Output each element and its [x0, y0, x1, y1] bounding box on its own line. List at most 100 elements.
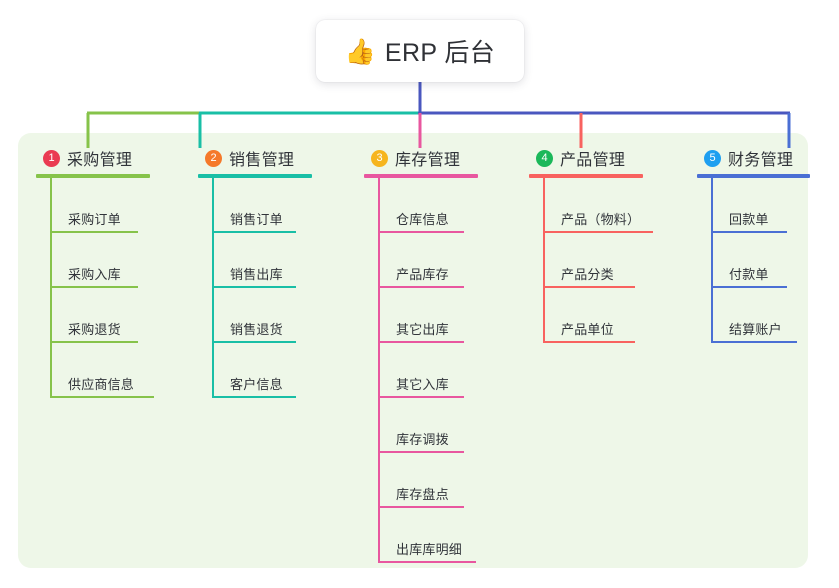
list-item-rule	[711, 231, 787, 233]
branch-badge-1: 1	[43, 149, 60, 167]
thumbs-up-icon: 👍	[344, 36, 376, 66]
list-item[interactable]: 产品（物料）	[543, 178, 689, 233]
list-item[interactable]: 库存盘点	[378, 453, 514, 508]
list-item-label: 销售订单	[230, 212, 283, 227]
list-item-label: 采购入库	[68, 267, 121, 282]
branch-spine-1	[50, 178, 52, 398]
list-item-rule	[378, 341, 464, 343]
branch-header-rule-4	[529, 174, 643, 178]
list-item-label: 产品（物料）	[561, 212, 641, 227]
list-item[interactable]: 产品分类	[543, 233, 689, 288]
branch-spine-2	[212, 178, 214, 398]
diagram-panel-background	[18, 133, 808, 568]
branch-title-3: 库存管理	[395, 152, 461, 169]
list-item[interactable]: 付款单	[711, 233, 827, 288]
branch-header-rule-2	[198, 174, 312, 178]
list-item-rule	[378, 231, 464, 233]
list-item-label: 出库库明细	[396, 542, 463, 557]
list-item-rule	[543, 231, 653, 233]
list-item-label: 采购订单	[68, 212, 121, 227]
list-item[interactable]: 销售出库	[212, 233, 338, 288]
branch-header-1[interactable]: 1 采购管理	[36, 147, 186, 169]
list-item-rule	[50, 231, 138, 233]
list-item-rule	[711, 341, 797, 343]
list-item-rule	[212, 396, 296, 398]
branch-header-4[interactable]: 4 产品管理	[529, 147, 689, 169]
branch-title-2: 销售管理	[229, 152, 295, 169]
branch-header-rule-5	[697, 174, 810, 178]
list-item-rule	[543, 286, 635, 288]
list-item-label: 销售出库	[230, 267, 283, 282]
list-item[interactable]: 供应商信息	[50, 343, 186, 398]
branch-badge-3: 3	[371, 149, 388, 167]
branch-column-1[interactable]: 1 采购管理 采购订单 采购入库 采购退货 供应商信息	[36, 147, 186, 398]
branch-spine-4	[543, 178, 545, 343]
list-item-label: 回款单	[729, 212, 769, 227]
list-item-label: 仓库信息	[396, 212, 449, 227]
list-item[interactable]: 采购退货	[50, 288, 186, 343]
list-item[interactable]: 客户信息	[212, 343, 338, 398]
list-item[interactable]: 其它出库	[378, 288, 514, 343]
branch-header-3[interactable]: 3 库存管理	[364, 147, 514, 169]
branch-title-5: 财务管理	[728, 152, 794, 169]
list-item[interactable]: 销售订单	[212, 178, 338, 233]
list-item[interactable]: 采购入库	[50, 233, 186, 288]
root-node-content: 👍 ERP 后台	[345, 33, 495, 69]
branch-title-4: 产品管理	[560, 152, 626, 169]
list-item-rule	[378, 286, 464, 288]
list-item[interactable]: 出库库明细	[378, 508, 514, 563]
list-item[interactable]: 采购订单	[50, 178, 186, 233]
list-item-label: 产品库存	[396, 267, 449, 282]
list-item-label: 库存盘点	[396, 487, 449, 502]
branch-column-2[interactable]: 2 销售管理 销售订单 销售出库 销售退货 客户信息	[198, 147, 338, 398]
list-item[interactable]: 其它入库	[378, 343, 514, 398]
list-item[interactable]: 产品库存	[378, 233, 514, 288]
branch-items-5: 回款单 付款单 结算账户	[711, 178, 827, 343]
list-item[interactable]: 仓库信息	[378, 178, 514, 233]
list-item[interactable]: 回款单	[711, 178, 827, 233]
list-item-rule	[50, 396, 154, 398]
list-item-rule	[50, 341, 138, 343]
branch-title-1: 采购管理	[67, 152, 133, 169]
branch-items-3: 仓库信息 产品库存 其它出库 其它入库 库存调拨 库存盘点	[378, 178, 514, 563]
branch-column-5[interactable]: 5 财务管理 回款单 付款单 结算账户	[697, 147, 827, 343]
list-item-rule	[378, 561, 476, 563]
branch-header-5[interactable]: 5 财务管理	[697, 147, 827, 169]
list-item-label: 采购退货	[68, 322, 121, 337]
branch-header-rule-3	[364, 174, 478, 178]
list-item-rule	[50, 286, 138, 288]
branch-column-4[interactable]: 4 产品管理 产品（物料） 产品分类 产品单位	[529, 147, 689, 343]
branch-column-3[interactable]: 3 库存管理 仓库信息 产品库存 其它出库 其它入库 库存调拨	[364, 147, 514, 563]
list-item-rule	[378, 506, 464, 508]
branch-items-4: 产品（物料） 产品分类 产品单位	[543, 178, 689, 343]
branch-items-1: 采购订单 采购入库 采购退货 供应商信息	[50, 178, 186, 398]
list-item-label: 付款单	[729, 267, 769, 282]
branch-header-rule-1	[36, 174, 150, 178]
list-item-label: 结算账户	[729, 322, 782, 337]
branch-header-2[interactable]: 2 销售管理	[198, 147, 338, 169]
list-item-rule	[543, 341, 635, 343]
branch-badge-5: 5	[704, 149, 721, 167]
root-node-title: ERP 后台	[384, 39, 496, 67]
list-item-label: 其它出库	[396, 322, 449, 337]
list-item-rule	[711, 286, 787, 288]
list-item[interactable]: 库存调拨	[378, 398, 514, 453]
list-item-rule	[378, 396, 464, 398]
list-item[interactable]: 结算账户	[711, 288, 827, 343]
list-item[interactable]: 产品单位	[543, 288, 689, 343]
root-node-card[interactable]: 👍 ERP 后台	[316, 20, 524, 82]
list-item[interactable]: 销售退货	[212, 288, 338, 343]
list-item-rule	[378, 451, 464, 453]
branch-spine-3	[378, 178, 380, 563]
list-item-label: 供应商信息	[68, 377, 135, 392]
list-item-label: 产品分类	[561, 267, 614, 282]
branch-spine-5	[711, 178, 713, 343]
list-item-rule	[212, 231, 296, 233]
branch-badge-4: 4	[536, 149, 553, 167]
list-item-label: 库存调拨	[396, 432, 449, 447]
list-item-label: 产品单位	[561, 322, 614, 337]
list-item-rule	[212, 286, 296, 288]
branch-items-2: 销售订单 销售出库 销售退货 客户信息	[212, 178, 338, 398]
list-item-label: 销售退货	[230, 322, 283, 337]
